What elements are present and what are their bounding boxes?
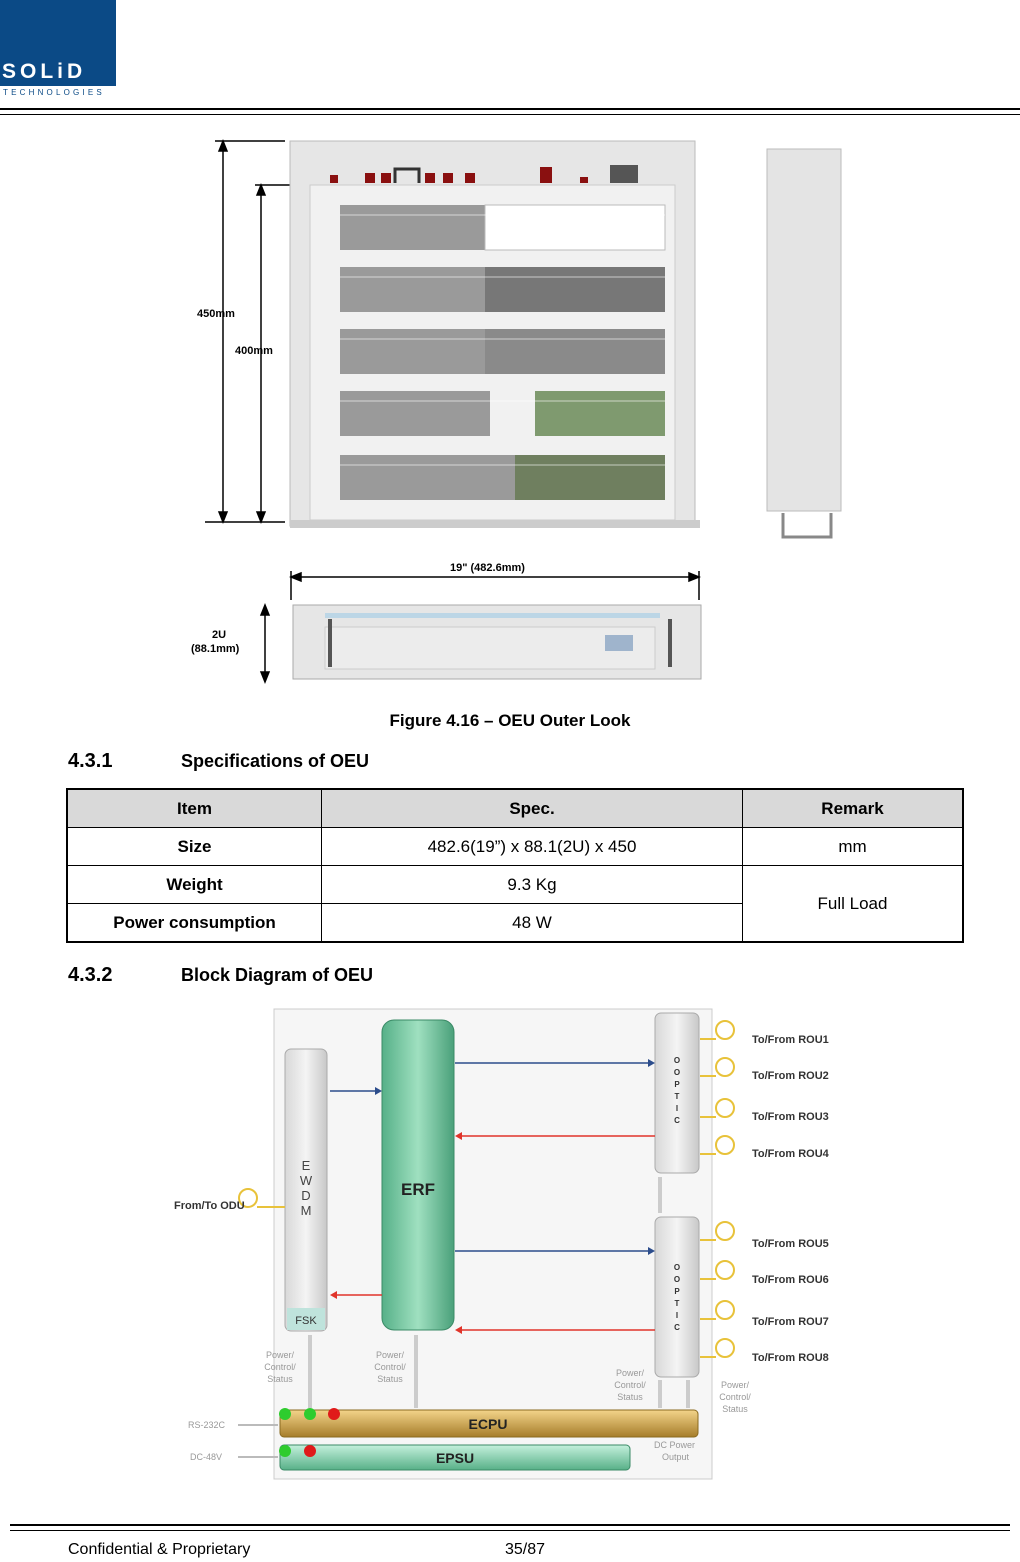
section-title: Specifications of OEU [181, 751, 370, 771]
rou-label: To/From ROU4 [752, 1148, 830, 1160]
erf-block [381, 1019, 455, 1331]
header-spec: Spec. [321, 788, 743, 828]
logo-wordmark: SOLiD [2, 60, 87, 83]
dim-2u: 2U [212, 629, 226, 641]
cell-remark: Full Load [741, 865, 964, 943]
table-row: Power consumption 48 W [66, 903, 963, 943]
svg-text:C: C [674, 1116, 680, 1125]
figure-caption: Figure 4.16 – OEU Outer Look [389, 711, 631, 730]
diagram-frame [273, 1008, 713, 1480]
svg-text:P: P [674, 1287, 680, 1296]
rou-label: To/From ROU5 [752, 1238, 829, 1250]
rou-label: To/From ROU7 [752, 1316, 829, 1328]
svg-text:T: T [675, 1299, 680, 1308]
optic-block-1 [654, 1012, 700, 1174]
svg-text:O: O [674, 1068, 680, 1077]
cell-spec: 9.3 Kg [321, 865, 743, 904]
svg-text:I: I [676, 1311, 678, 1320]
table-row: Size 482.6(19”) x 88.1(2U) x 450 mm [66, 827, 964, 866]
ewdm-letter: M [301, 1203, 312, 1218]
ecpu-block [279, 1409, 699, 1438]
ewdm-letter: E [302, 1158, 311, 1173]
svg-text:I: I [676, 1104, 678, 1113]
table-header-row: Item Spec. Remark [66, 788, 964, 828]
svg-text:Power/: Power/ [616, 1368, 645, 1378]
dc48-label: DC-48V [190, 1452, 222, 1462]
optic-block-2 [654, 1216, 700, 1378]
section-heading-specs: 4.3.1 Specifications of OEU [68, 750, 369, 773]
svg-text:Control/: Control/ [614, 1380, 646, 1390]
svg-text:Status: Status [267, 1374, 293, 1384]
oeu-outer-look-figure: 450mm 400mm 19" (482.6mm) 2U (88.1mm) [191, 138, 842, 685]
svg-text:Status: Status [617, 1392, 643, 1402]
erf-label: ERF [401, 1180, 435, 1199]
from-odu-label: From/To ODU [174, 1200, 245, 1212]
logo-box [0, 0, 116, 86]
section-title: Block Diagram of OEU [181, 965, 374, 985]
epsu-block [279, 1444, 631, 1471]
svg-text:P: P [674, 1080, 680, 1089]
rou-label: To/From ROU6 [752, 1274, 829, 1286]
ewdm-letter: W [300, 1173, 313, 1188]
dim-88mm: (88.1mm) [191, 643, 240, 655]
svg-text:Control/: Control/ [374, 1362, 406, 1372]
svg-text:Control/: Control/ [264, 1362, 296, 1372]
svg-text:Status: Status [722, 1404, 748, 1414]
footer-rule [10, 1524, 1010, 1531]
section-number: 4.3.2 [68, 964, 113, 986]
svg-text:Output: Output [662, 1452, 690, 1462]
table-row: Weight 9.3 Kg Full Load [66, 865, 964, 943]
logo-subtitle: TECHNOLOGIES [3, 88, 105, 97]
svg-text:Status: Status [377, 1374, 403, 1384]
svg-text:O: O [674, 1056, 680, 1065]
footer-page-number: 35/87 [505, 1541, 546, 1558]
svg-text:Power/: Power/ [721, 1380, 750, 1390]
rou-label: To/From ROU1 [752, 1034, 829, 1046]
dim-19-inch: 19" (482.6mm) [450, 562, 525, 574]
svg-text:O: O [674, 1275, 680, 1284]
cell-spec: 482.6(19”) x 88.1(2U) x 450 [321, 827, 743, 866]
header-item: Item [66, 788, 323, 828]
cell-item: Size [66, 827, 323, 866]
header-remark: Remark [741, 788, 964, 828]
fsk-label: FSK [295, 1315, 317, 1327]
cell-item: Power consumption [66, 903, 323, 943]
rou-label: To/From ROU2 [752, 1070, 829, 1082]
cell-spec: 48 W [321, 903, 743, 943]
cell-item: Weight [66, 865, 323, 904]
svg-text:DC Power: DC Power [654, 1440, 695, 1450]
svg-text:Power/: Power/ [266, 1350, 295, 1360]
section-number: 4.3.1 [68, 750, 113, 772]
cell-remark: mm [741, 827, 964, 866]
rou-label: To/From ROU3 [752, 1111, 829, 1123]
ewdm-block [284, 1048, 328, 1332]
rou-label: To/From ROU8 [752, 1352, 829, 1364]
ewdm-letter: D [301, 1188, 310, 1203]
dim-450mm: 450mm [197, 308, 235, 320]
rs232-label: RS-232C [188, 1420, 226, 1430]
spec-table: Item Spec. Remark Size 482.6(19”) x 88.1… [66, 788, 964, 943]
svg-text:T: T [675, 1092, 680, 1101]
company-logo: SOLiD TECHNOLOGIES [0, 0, 118, 100]
epsu-label: EPSU [436, 1450, 474, 1466]
section-heading-block-diagram: 4.3.2 Block Diagram of OEU [68, 964, 373, 987]
svg-text:C: C [674, 1323, 680, 1332]
svg-text:Control/: Control/ [719, 1392, 751, 1402]
svg-text:Power/: Power/ [376, 1350, 405, 1360]
dim-400mm: 400mm [235, 345, 273, 357]
footer-confidential: Confidential & Proprietary [68, 1541, 251, 1558]
chassis-side-view [766, 148, 842, 512]
ecpu-label: ECPU [469, 1416, 508, 1432]
svg-text:O: O [674, 1263, 680, 1272]
header-rule [0, 108, 1020, 115]
